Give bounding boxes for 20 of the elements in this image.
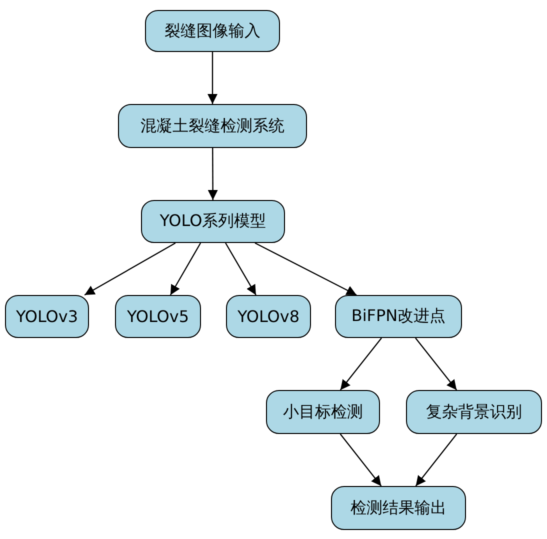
- process-box: BiFPN改进点: [335, 295, 462, 338]
- process-box: 小目标检测: [266, 390, 380, 434]
- arrow: [208, 148, 218, 200]
- process-box: YOLOv5: [115, 295, 201, 338]
- process-box: YOLO系列模型: [141, 200, 285, 243]
- arrow: [254, 242, 357, 296]
- arrow: [208, 52, 218, 104]
- arrow: [170, 242, 202, 296]
- process-box: YOLOv3: [5, 295, 89, 338]
- process-box: 裂缝图像输入: [145, 10, 280, 52]
- arrow: [225, 242, 256, 296]
- process-box: YOLOv8: [226, 295, 311, 338]
- arrow: [84, 242, 176, 296]
- arrow: [340, 338, 382, 390]
- arrow: [415, 338, 458, 390]
- process-box: 复杂背景识别: [406, 390, 542, 434]
- process-box: 检测结果输出: [331, 486, 466, 530]
- process-box: 混凝土裂缝检测系统: [118, 104, 307, 148]
- arrow: [340, 434, 382, 486]
- arrow: [415, 434, 458, 486]
